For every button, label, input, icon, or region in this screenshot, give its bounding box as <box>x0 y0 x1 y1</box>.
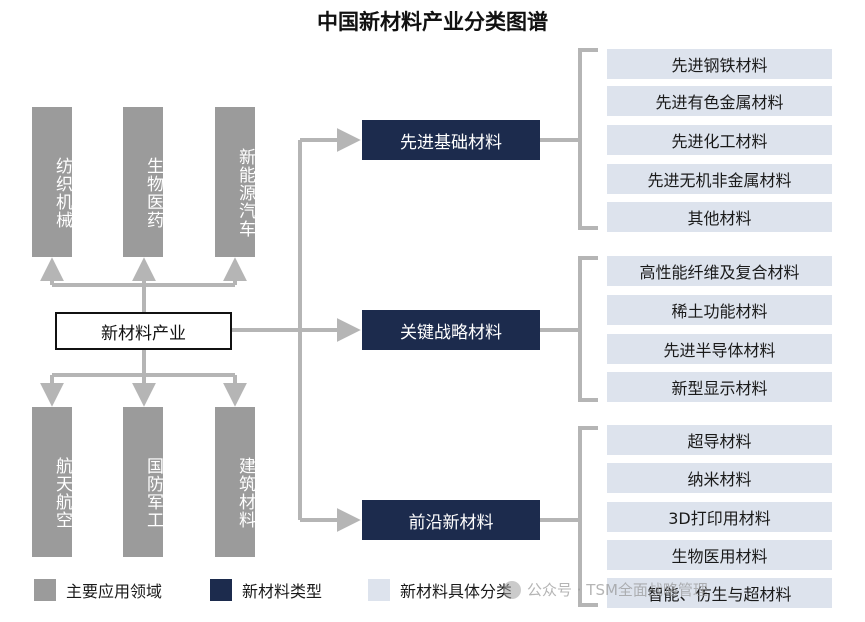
wechat-icon <box>503 580 521 599</box>
type-box-frontier: 前沿新材料 <box>362 500 540 540</box>
legend-label: 主要应用领域 <box>66 582 163 601</box>
legend-swatch-navy <box>210 579 232 601</box>
bracket-3 <box>578 426 598 607</box>
bracket-2 <box>578 256 598 402</box>
item-group3-3: 3D打印用材料 <box>607 502 832 532</box>
legend-swatch-light <box>368 579 390 601</box>
bracket-1 <box>578 48 598 230</box>
item-group1-5: 其他材料 <box>607 202 832 232</box>
item-group2-4: 新型显示材料 <box>607 372 832 402</box>
item-group2-3: 先进半导体材料 <box>607 334 832 364</box>
watermark-text: 公众号 · TSM全面战略管理 <box>527 581 708 599</box>
item-group3-5: 智能、仿生与超材料 <box>607 578 832 608</box>
app-box-aerospace: 航天航空 <box>32 407 72 557</box>
app-box-new-energy-vehicles: 新能源汽车 <box>215 107 255 257</box>
item-group2-1: 高性能纤维及复合材料 <box>607 256 832 286</box>
legend-item-classes: 新材料具体分类 <box>368 576 512 604</box>
legend-label: 新材料类型 <box>242 582 323 601</box>
item-group1-4: 先进无机非金属材料 <box>607 164 832 194</box>
legend-item-types: 新材料类型 <box>210 576 322 604</box>
item-group3-2: 纳米材料 <box>607 463 832 493</box>
item-group1-1: 先进钢铁材料 <box>607 49 832 79</box>
type-box-advanced-basic: 先进基础材料 <box>362 120 540 160</box>
item-group3-1: 超导材料 <box>607 425 832 455</box>
app-box-defense: 国防军工 <box>123 407 163 557</box>
legend-swatch-gray <box>34 579 56 601</box>
type-box-key-strategic: 关键战略材料 <box>362 310 540 350</box>
center-box: 新材料产业 <box>55 312 232 350</box>
watermark: 公众号 · TSM全面战略管理 <box>503 579 708 600</box>
legend-item-applications: 主要应用领域 <box>34 576 162 604</box>
legend-label: 新材料具体分类 <box>400 582 513 601</box>
app-box-textile-machinery: 纺织机械 <box>32 107 72 257</box>
item-group2-2: 稀土功能材料 <box>607 295 832 325</box>
app-box-building-materials: 建筑材料 <box>215 407 255 557</box>
app-box-biomedicine: 生物医药 <box>123 107 163 257</box>
item-group1-2: 先进有色金属材料 <box>607 86 832 116</box>
item-group1-3: 先进化工材料 <box>607 125 832 155</box>
item-group3-4: 生物医用材料 <box>607 540 832 570</box>
diagram-title: 中国新材料产业分类图谱 <box>317 10 548 34</box>
